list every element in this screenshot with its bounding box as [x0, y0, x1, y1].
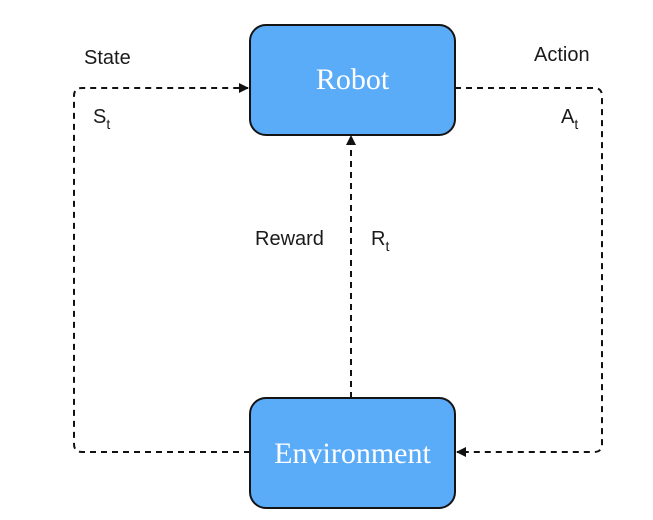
robot-label: Robot [316, 63, 390, 96]
environment-label: Environment [274, 437, 431, 470]
state-label: State [84, 47, 131, 69]
state-symbol-main: S [93, 106, 106, 128]
reward-label: Reward [255, 228, 324, 250]
robot-node: Robot [249, 24, 456, 136]
state-arrow [73, 83, 250, 453]
reward-symbol-main: R [371, 228, 385, 250]
state-symbol: St [93, 106, 110, 132]
action-arrow [455, 87, 603, 457]
reward-symbol: Rt [371, 228, 389, 254]
robot-box [249, 24, 456, 136]
environment-box [249, 397, 456, 509]
action-symbol: At [561, 106, 578, 132]
action-symbol-main: A [561, 106, 575, 128]
action-symbol-subscript: t [574, 116, 578, 132]
reward-symbol-subscript: t [385, 238, 389, 254]
state-symbol-subscript: t [106, 116, 110, 132]
environment-node: Environment [249, 397, 456, 509]
action-label: Action [534, 44, 590, 66]
